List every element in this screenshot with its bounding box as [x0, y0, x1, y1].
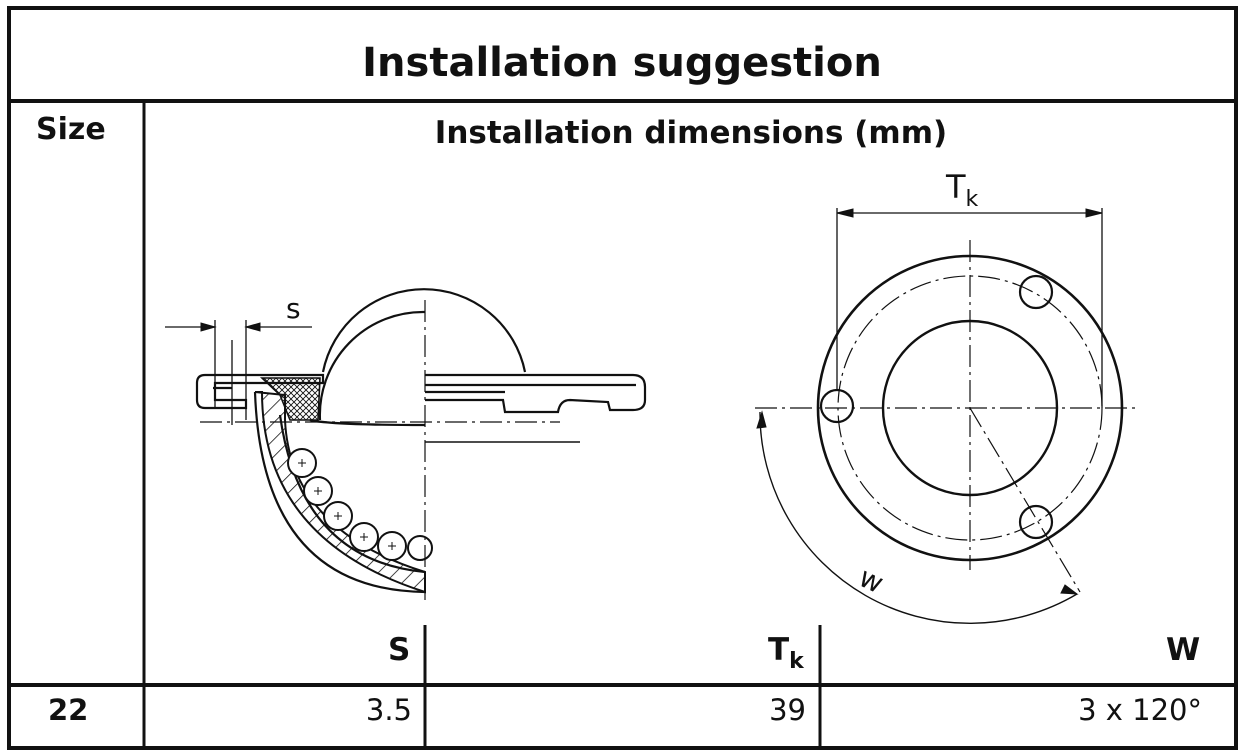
- cell-size: 22: [48, 693, 89, 727]
- cell-w: 3 x 120°: [1078, 693, 1202, 727]
- column-header-tk: Tk: [768, 632, 804, 674]
- cell-tk: 39: [769, 693, 806, 727]
- top-view-drawing: [755, 208, 1135, 624]
- column-header-w: W: [1166, 632, 1201, 668]
- tk-dimension-label: Tk: [945, 168, 979, 212]
- dimensions-header: Installation dimensions (mm): [434, 115, 948, 151]
- table-grid: [7, 6, 1238, 750]
- table-title: Installation suggestion: [362, 40, 882, 86]
- cell-s: 3.5: [365, 693, 412, 727]
- s-dimension-label: s: [286, 292, 301, 325]
- column-header-s: S: [388, 632, 411, 668]
- ball-unit-section-drawing: [165, 288, 647, 600]
- size-header: Size: [36, 112, 106, 147]
- w-angle-label: w: [854, 560, 889, 600]
